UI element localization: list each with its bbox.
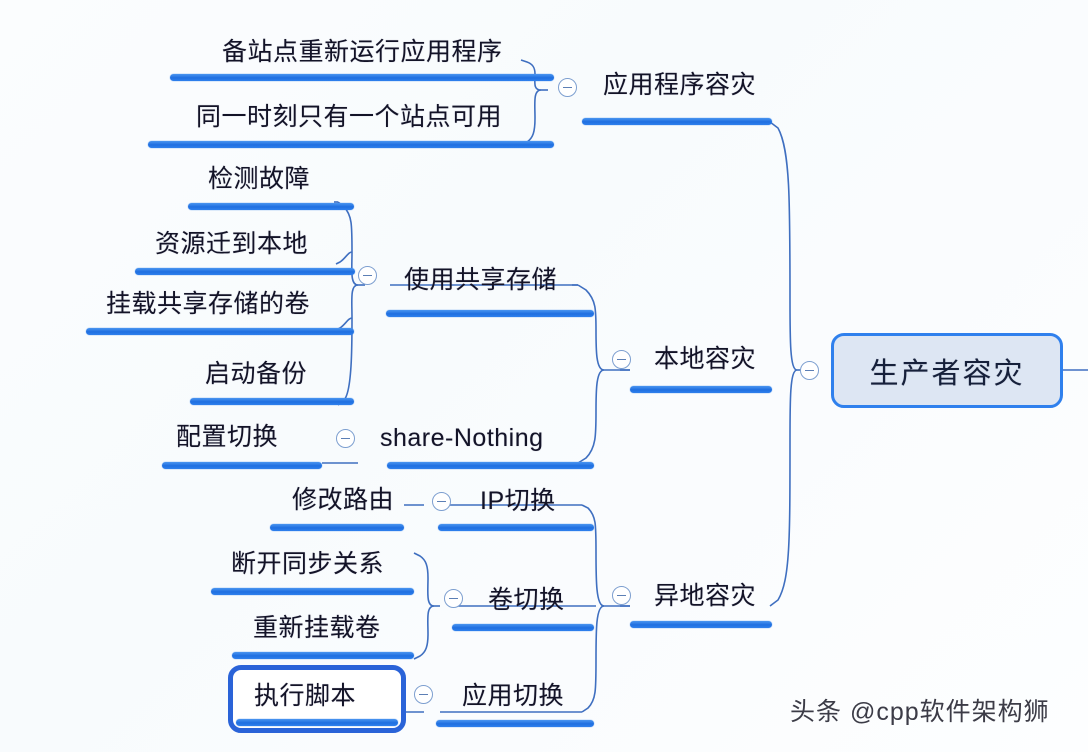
node-ip-switch[interactable]: IP切换 <box>480 487 556 515</box>
node-bar-app-switch <box>436 720 594 727</box>
node-start-backup[interactable]: 启动备份 <box>205 360 308 388</box>
node-bar-share-nothing <box>387 462 594 469</box>
node-bar-start-backup <box>190 398 354 405</box>
toggle-local-dr[interactable] <box>612 350 631 369</box>
node-bar-single-site-active <box>148 141 554 148</box>
node-single-site-active[interactable]: 同一时刻只有一个站点可用 <box>196 103 503 131</box>
toggle-remote-dr[interactable] <box>612 586 631 605</box>
toggle-volume-switch[interactable] <box>444 589 463 608</box>
root-node[interactable]: 生产者容灾 <box>831 333 1063 408</box>
node-remount-volume[interactable]: 重新挂载卷 <box>253 614 381 642</box>
node-volume-switch[interactable]: 卷切换 <box>488 586 565 614</box>
node-bar-volume-switch <box>452 624 594 631</box>
root-node-label: 生产者容灾 <box>869 357 1025 390</box>
node-bar-remount-volume <box>232 652 414 659</box>
node-bar-detect-fault <box>188 203 354 210</box>
node-bar-local-dr <box>630 386 772 393</box>
node-mount-shared-volume[interactable]: 挂载共享存储的卷 <box>106 290 311 318</box>
toggle-root[interactable] <box>800 361 819 380</box>
toggle-app-switch[interactable] <box>414 685 433 704</box>
node-use-shared-storage[interactable]: 使用共享存储 <box>404 266 558 294</box>
node-bar-config-switch <box>162 462 322 469</box>
node-config-switch[interactable]: 配置切换 <box>176 423 279 451</box>
node-local-dr[interactable]: 本地容灾 <box>654 345 757 373</box>
node-migrate-resources-local[interactable]: 资源迁到本地 <box>155 230 309 258</box>
node-bar-use-shared-storage <box>386 310 594 317</box>
node-bar-break-sync-relation <box>211 588 414 595</box>
toggle-share-nothing[interactable] <box>336 429 355 448</box>
watermark: 头条 @cpp软件架构狮 <box>790 698 1050 726</box>
node-app-switch[interactable]: 应用切换 <box>462 682 565 710</box>
node-share-nothing[interactable]: share-Nothing <box>380 424 544 452</box>
toggle-shared-storage[interactable] <box>358 266 377 285</box>
node-bar-modify-route <box>270 524 404 531</box>
node-bar-backup-site-rerun <box>170 74 554 81</box>
node-detect-fault[interactable]: 检测故障 <box>208 165 311 193</box>
node-break-sync-relation[interactable]: 断开同步关系 <box>231 550 385 578</box>
node-bar-migrate-resources-local <box>135 268 355 275</box>
node-app-dr[interactable]: 应用程序容灾 <box>603 71 757 99</box>
node-bar-remote-dr <box>630 621 772 628</box>
toggle-app-dr[interactable] <box>558 78 577 97</box>
node-modify-route[interactable]: 修改路由 <box>292 486 395 514</box>
node-bar-ip-switch <box>438 524 594 531</box>
node-bar-app-dr <box>582 118 772 125</box>
node-remote-dr[interactable]: 异地容灾 <box>654 582 757 610</box>
node-bar-exec-script <box>236 719 398 726</box>
node-exec-script[interactable]: 执行脚本 <box>254 682 357 710</box>
node-backup-site-rerun[interactable]: 备站点重新运行应用程序 <box>222 38 503 66</box>
toggle-ip-switch[interactable] <box>432 492 451 511</box>
node-bar-mount-shared-volume <box>86 328 354 335</box>
